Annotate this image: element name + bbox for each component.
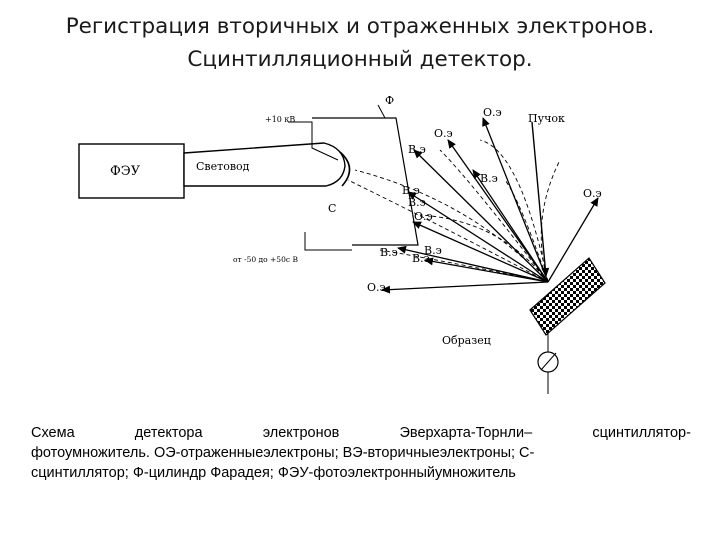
caption-line-3: сцинтиллятор; Ф-цилиндр Фарадея; ФЭУ-фот… — [31, 465, 516, 481]
oe-label-1: О.э — [483, 106, 502, 119]
oe-label-4: О.э — [583, 187, 602, 200]
caption-word: Схема — [31, 425, 75, 441]
lightguide-label: Световод — [196, 160, 250, 173]
title-line-2: Сцинтилляционный детектор. — [187, 47, 533, 72]
meter-needle — [540, 352, 557, 371]
be-label-1: В.э — [408, 143, 426, 156]
slide-title: Регистрация вторичных и отраженных элект… — [0, 10, 720, 76]
voltage-top-label: +10 кВ — [265, 115, 295, 124]
be-label-4: В.э — [408, 196, 426, 209]
be-label-7: В.э — [412, 252, 430, 265]
lightguide — [183, 142, 346, 187]
be-label-6: В.э — [424, 244, 442, 257]
caption-line-2: фотоумножитель. ОЭ-отраженныеэлектроны; … — [31, 445, 535, 461]
pmt-label: ФЭУ — [110, 164, 141, 179]
title-line-1: Регистрация вторичных и отраженных элект… — [65, 14, 655, 39]
caption-word: электронов — [262, 425, 340, 441]
be-label-3: В.э — [402, 184, 420, 197]
pmt-box — [78, 143, 185, 199]
oe-label-3: О.э — [414, 210, 433, 223]
ray-labels: О.э О.э В.э В.э В.э В.э О.э В.э В.э В.э … — [367, 106, 602, 294]
beam-label: Пучок — [528, 112, 565, 125]
bias-lead — [304, 232, 352, 251]
faraday-label: Ф — [385, 94, 394, 107]
caption-word: детектора — [134, 425, 203, 441]
scintillator — [339, 151, 351, 187]
hv-lead — [288, 121, 339, 161]
caption-line-1: Схема детектора электронов Эверхарта-Тор… — [31, 423, 691, 443]
be-label-2: В.э — [480, 172, 498, 185]
faraday-cage — [312, 117, 419, 246]
faraday-lead-right — [377, 104, 386, 119]
caption-word: Эверхарта-Торнли– — [399, 425, 533, 441]
be-label-5: В.э — [380, 246, 398, 259]
caption-word: сцинтиллятор- — [592, 425, 691, 441]
oe-label-5: О.э — [367, 281, 386, 294]
bias-label: от -50 до +50с В — [233, 255, 298, 264]
scintillator-label: С — [328, 202, 336, 215]
beam-ray — [531, 121, 550, 277]
oe-label-2: О.э — [434, 127, 453, 140]
electron-rays — [381, 117, 599, 294]
sample-label: Образец — [442, 334, 491, 347]
figure-caption: Схема детектора электронов Эверхарта-Тор… — [31, 423, 691, 483]
sample — [529, 257, 606, 336]
